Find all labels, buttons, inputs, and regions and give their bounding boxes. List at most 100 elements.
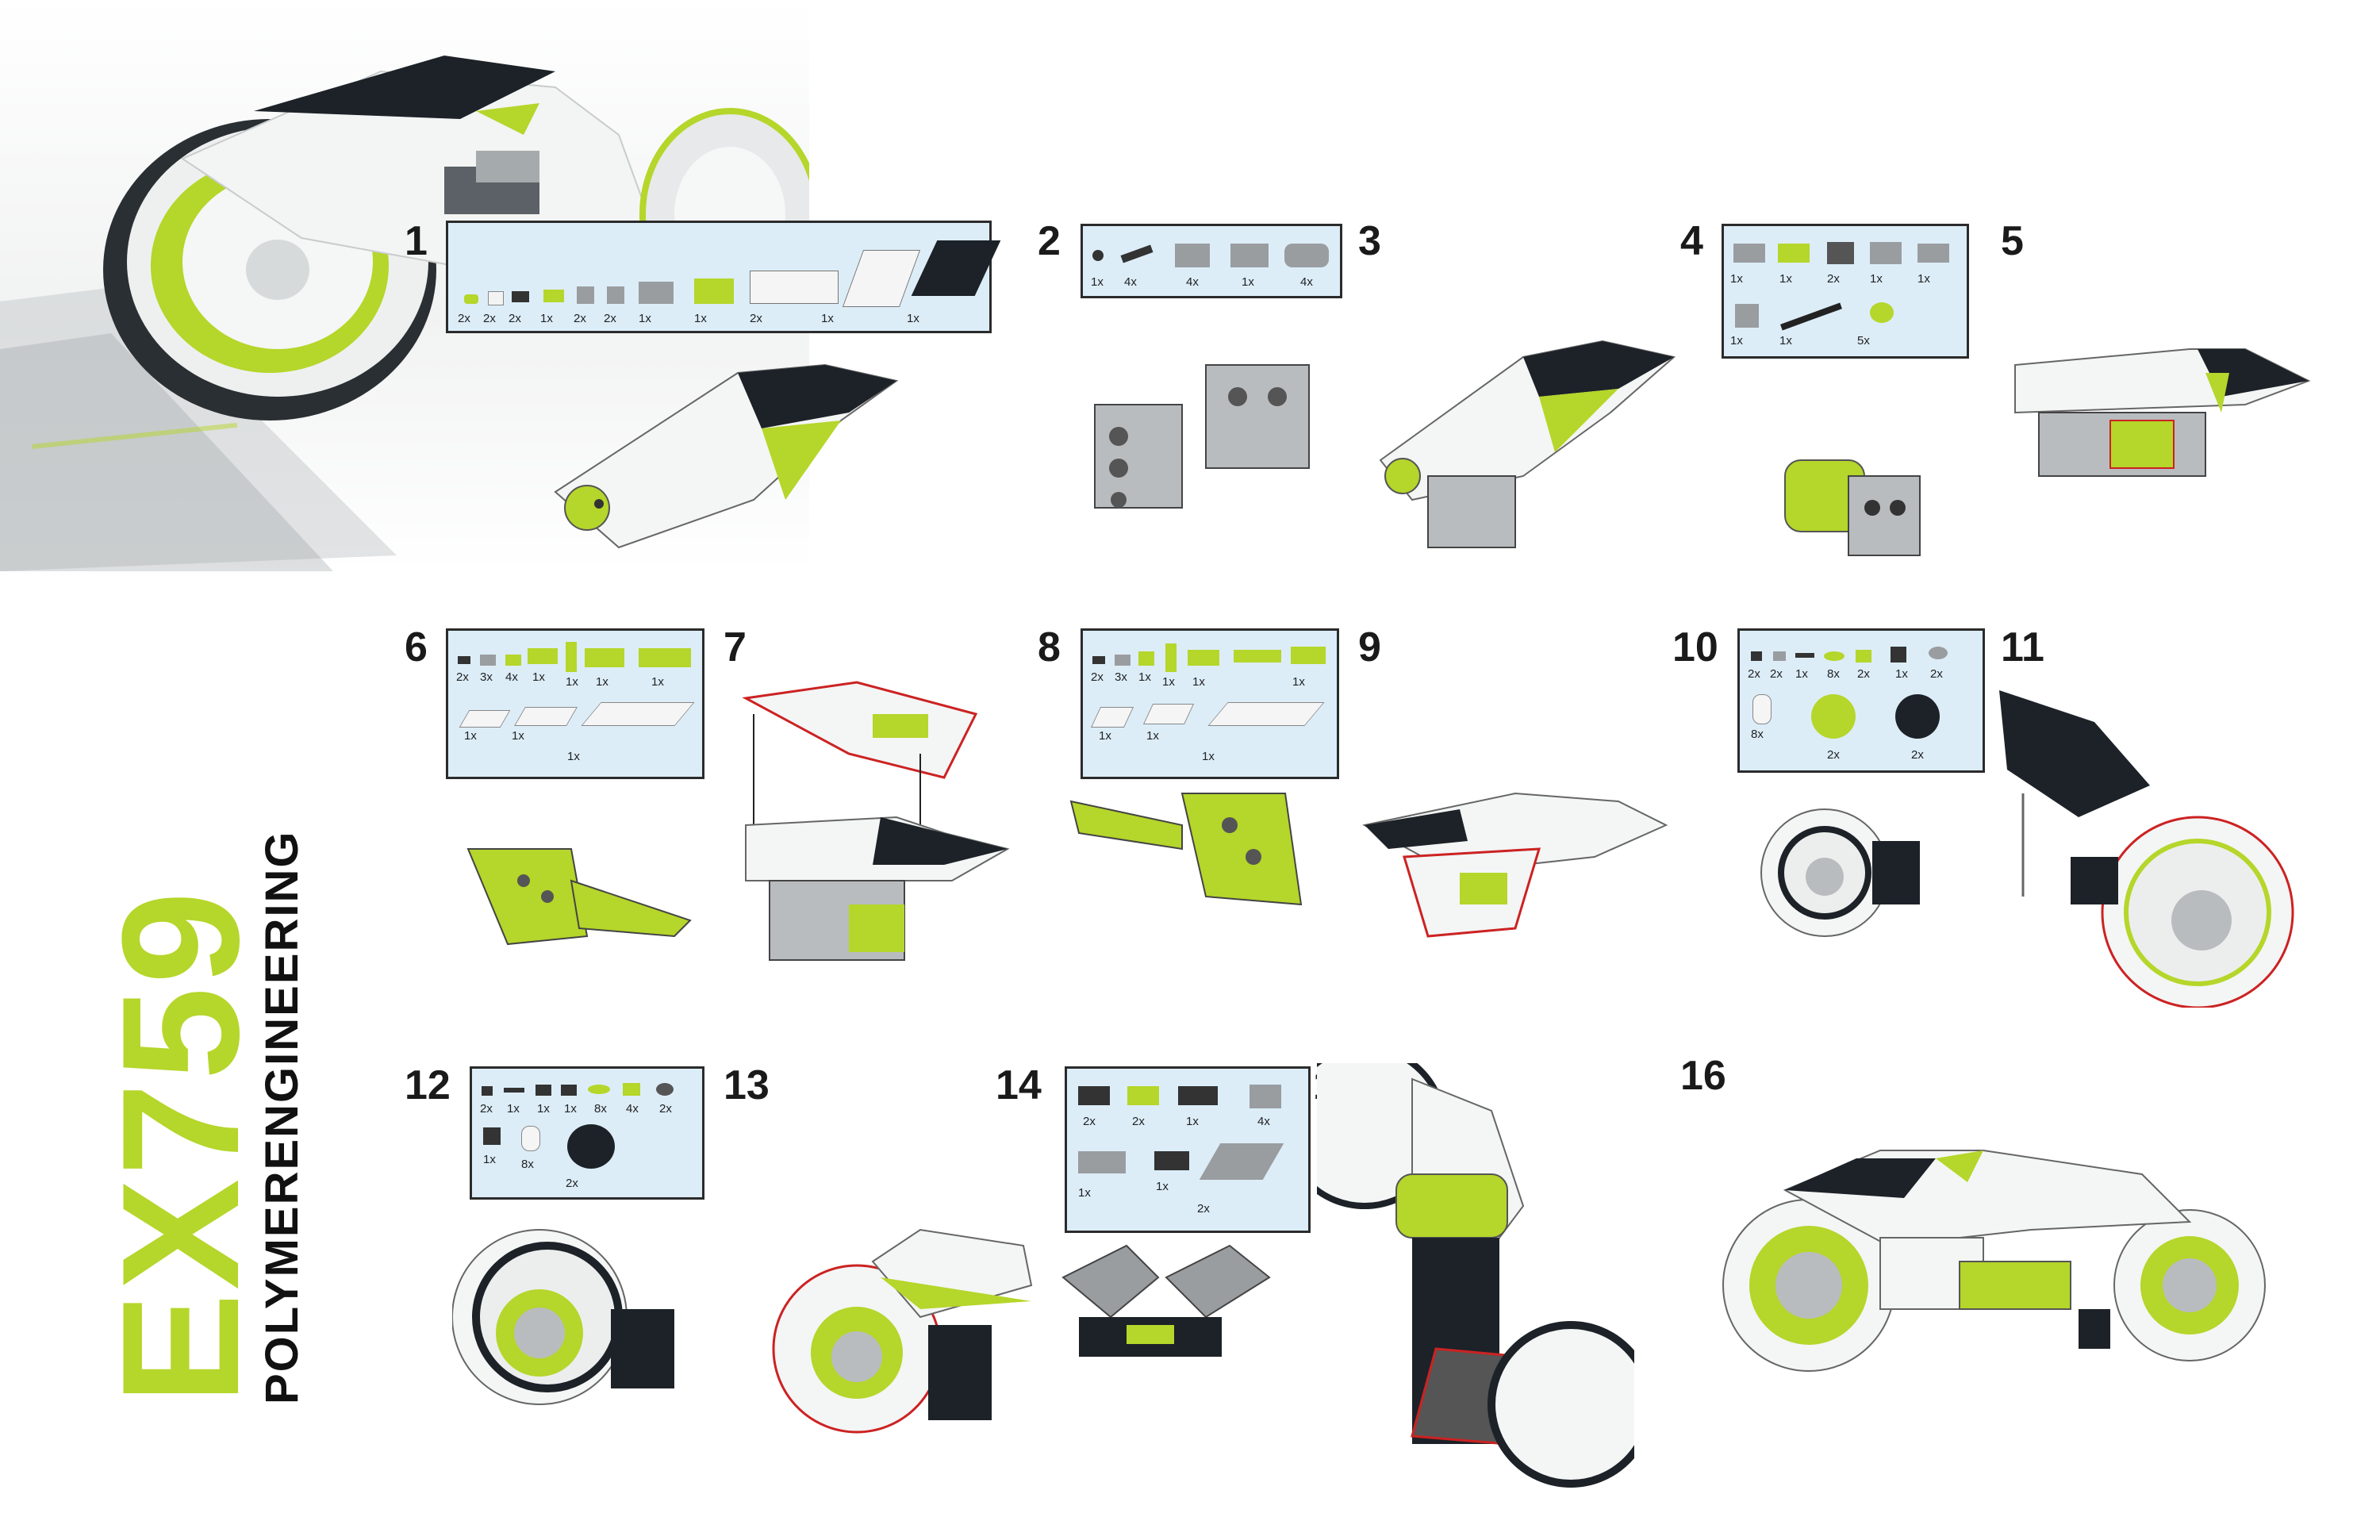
bracket-icon [483,1127,501,1145]
part-qty: 4x [1124,275,1137,289]
part-qty: 1x [1730,272,1743,286]
technic-brick-icon [1230,244,1269,267]
plate-icon [543,290,564,302]
part-qty: 1x [1917,272,1930,286]
plate-icon [1188,650,1219,666]
brand-logo: EX759 POLYMERENGINEERING [119,619,325,1412]
plate-icon [1733,244,1765,263]
assembly-figure-step-5 [2007,333,2324,492]
curved-slope-icon [1199,1143,1284,1180]
assembly-figure-step-11 [1991,674,2309,1008]
clip-icon [482,1086,493,1096]
part-qty: 2x [1770,667,1783,681]
plate-icon [528,648,558,664]
parts-list-step-14: 2x 2x 1x 4x 1x 1x 2x [1065,1066,1311,1233]
part-qty: 1x [483,1153,496,1166]
parts-list-step-10: 2x 2x 1x 8x 2x 1x 2x 8x 2x 2x [1737,628,1985,773]
part-qty: 3x [480,670,493,684]
part-qty: 1x [651,675,664,689]
step-number: 10 [1672,624,1718,670]
brick-icon [1735,304,1759,328]
part-qty: 8x [521,1158,534,1171]
wedge-icon [459,710,511,728]
assembly-figure-step-3 [1365,317,1682,555]
part-qty: 1x [566,675,578,689]
round-plate-icon [1895,694,1940,739]
plate-icon [1291,647,1326,664]
part-qty: 1x [532,670,545,684]
round-plate-icon [1824,651,1844,661]
round-plate-icon [623,1083,640,1096]
tile-icon [480,655,496,666]
part-qty: 5x [1857,334,1870,348]
part-qty: 8x [1751,728,1764,741]
step-number: 8 [1038,624,1061,670]
plate-icon [1078,1151,1126,1173]
assembly-figure-step-15 [1317,1063,1634,1507]
round-plate-icon [656,1083,674,1096]
step-number: 7 [724,624,747,670]
part-qty: 2x [456,670,469,684]
part-qty: 2x [1132,1115,1145,1128]
bracket-icon [1827,242,1854,264]
brick-icon [607,286,624,304]
part-qty: 4x [1186,275,1199,289]
plate-icon [1127,1086,1159,1105]
parts-list-step-2: 1x 4x 4x 1x 4x [1081,224,1342,298]
assembly-figure-step-13 [762,1214,1047,1436]
part-qty: 2x [574,312,586,325]
part-qty: 2x [1911,748,1924,762]
part-qty: 1x [694,312,707,325]
part-qty: 1x [596,675,608,689]
part-qty: 1x [1779,272,1792,286]
part-qty: 1x [1078,1186,1091,1200]
plate-icon [1165,643,1177,672]
part-qty: 1x [567,750,580,763]
part-qty: 4x [505,670,518,684]
brick-2x2-icon [639,282,674,304]
part-qty: 1x [512,729,524,743]
plate-icon [1078,1086,1110,1105]
step-number: 4 [1680,218,1703,264]
hero-render-image [0,0,809,571]
assembly-figure-step-14 [1047,1230,1285,1388]
part-qty: 1x [1156,1180,1169,1193]
assembly-figure-step-2 [1087,349,1325,524]
part-qty: 4x [1300,275,1313,289]
tile-icon [488,291,504,305]
parts-list-step-6: 2x 3x 4x 1x 1x 1x 1x 1x 1x 1x [446,628,704,779]
wedge-icon [514,707,578,726]
brick-2x6-icon [750,271,839,304]
stud-icon [1092,250,1104,261]
bracket-icon [1870,242,1902,264]
curved-slope-icon [1752,694,1772,724]
tile-icon [1115,655,1130,666]
part-qty: 1x [1138,670,1151,684]
tile-icon [536,1085,551,1096]
part-qty: 4x [626,1102,639,1116]
clip-icon [458,656,470,664]
part-qty: 2x [604,312,616,325]
wedge-icon [1207,702,1325,726]
part-qty: 1x [1292,675,1305,689]
part-qty: 4x [1257,1115,1270,1128]
part-qty: 8x [1827,667,1840,681]
brick-2x2-icon [694,278,734,304]
plate-icon [1154,1151,1189,1170]
brand-subtitle: POLYMERENGINEERING [256,830,308,1404]
part-qty: 2x [1748,667,1760,681]
clip-icon [1092,656,1105,664]
step-number: 2 [1038,218,1061,264]
assembly-figure-step-16 [1698,1127,2285,1373]
curved-slope-icon [521,1126,540,1151]
part-qty: 1x [1202,750,1215,763]
plate-icon [1178,1086,1218,1105]
part-qty: 1x [1779,334,1792,348]
step-number: 13 [724,1062,770,1108]
wedge-icon [1090,707,1134,728]
step-number: 1 [405,218,428,264]
plate-icon [1917,244,1949,263]
step-number: 12 [405,1062,451,1108]
part-qty: 1x [1870,272,1883,286]
part-qty: 2x [1857,667,1870,681]
